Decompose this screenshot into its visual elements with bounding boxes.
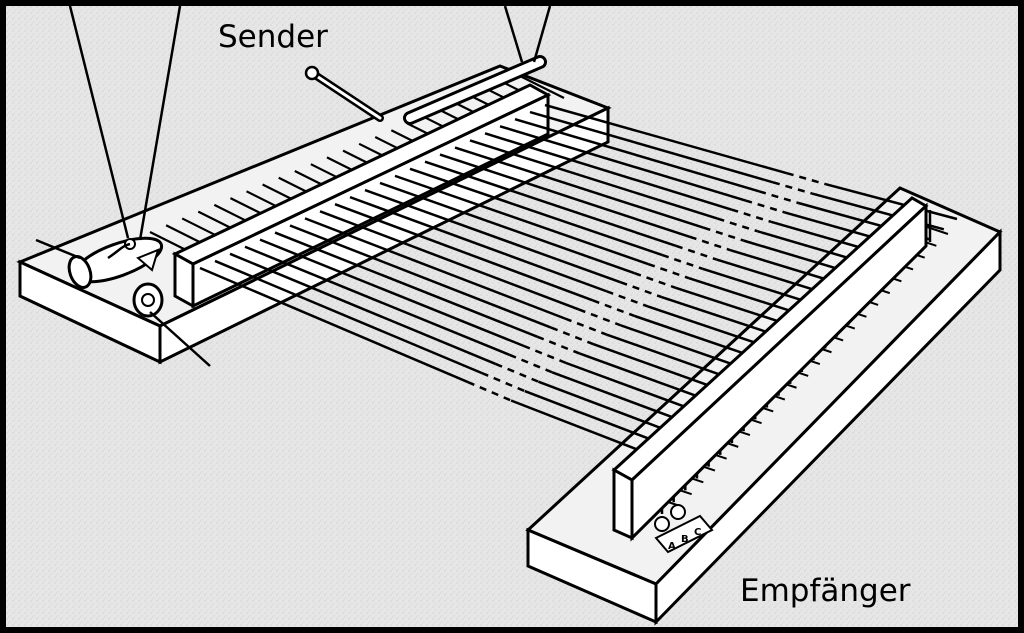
wire-gap (786, 171, 827, 186)
wire (529, 110, 774, 184)
wire (409, 167, 663, 257)
receiver-electrode-tooth (923, 225, 949, 235)
wire (514, 117, 760, 193)
wire (259, 238, 524, 347)
receiver-label: Empfänger (740, 573, 911, 609)
sender-leader-lines (68, 5, 552, 241)
wire (537, 380, 681, 437)
wire-gap (758, 190, 799, 205)
wire (510, 399, 655, 458)
receiver-letter-plate: A B C (654, 504, 714, 554)
wire-gap (467, 380, 512, 402)
wire (289, 224, 552, 329)
wire (469, 139, 718, 220)
wire (364, 188, 621, 284)
wire-gap (772, 181, 813, 195)
wire (199, 266, 469, 384)
wire-gap (717, 217, 758, 233)
wire (214, 259, 483, 375)
sender-key-lever (304, 65, 384, 122)
wire (551, 371, 694, 427)
wire (304, 217, 566, 320)
letter-a: A (668, 541, 676, 552)
receiver-rail (611, 196, 929, 542)
wire (349, 195, 607, 293)
wire (499, 125, 746, 202)
wire (334, 203, 594, 302)
wire-gap (730, 208, 772, 224)
sender-contact-tooth (519, 75, 565, 99)
wire (394, 174, 649, 266)
wire (454, 146, 704, 229)
letter-b: B (681, 534, 689, 545)
wire (379, 181, 635, 275)
wire (439, 153, 691, 238)
wire (229, 252, 497, 366)
battery (67, 236, 164, 318)
wire (524, 389, 668, 447)
wire (274, 231, 538, 338)
wire (244, 245, 510, 356)
wire (825, 182, 958, 221)
wire (424, 160, 677, 248)
wire (484, 132, 732, 211)
sender-label: Sender (218, 19, 328, 55)
letter-c: C (694, 527, 701, 538)
wire (544, 103, 788, 175)
wire-gap (744, 199, 786, 214)
wire (319, 210, 580, 311)
sender-roller (403, 55, 547, 125)
battery-wires (35, 238, 211, 367)
